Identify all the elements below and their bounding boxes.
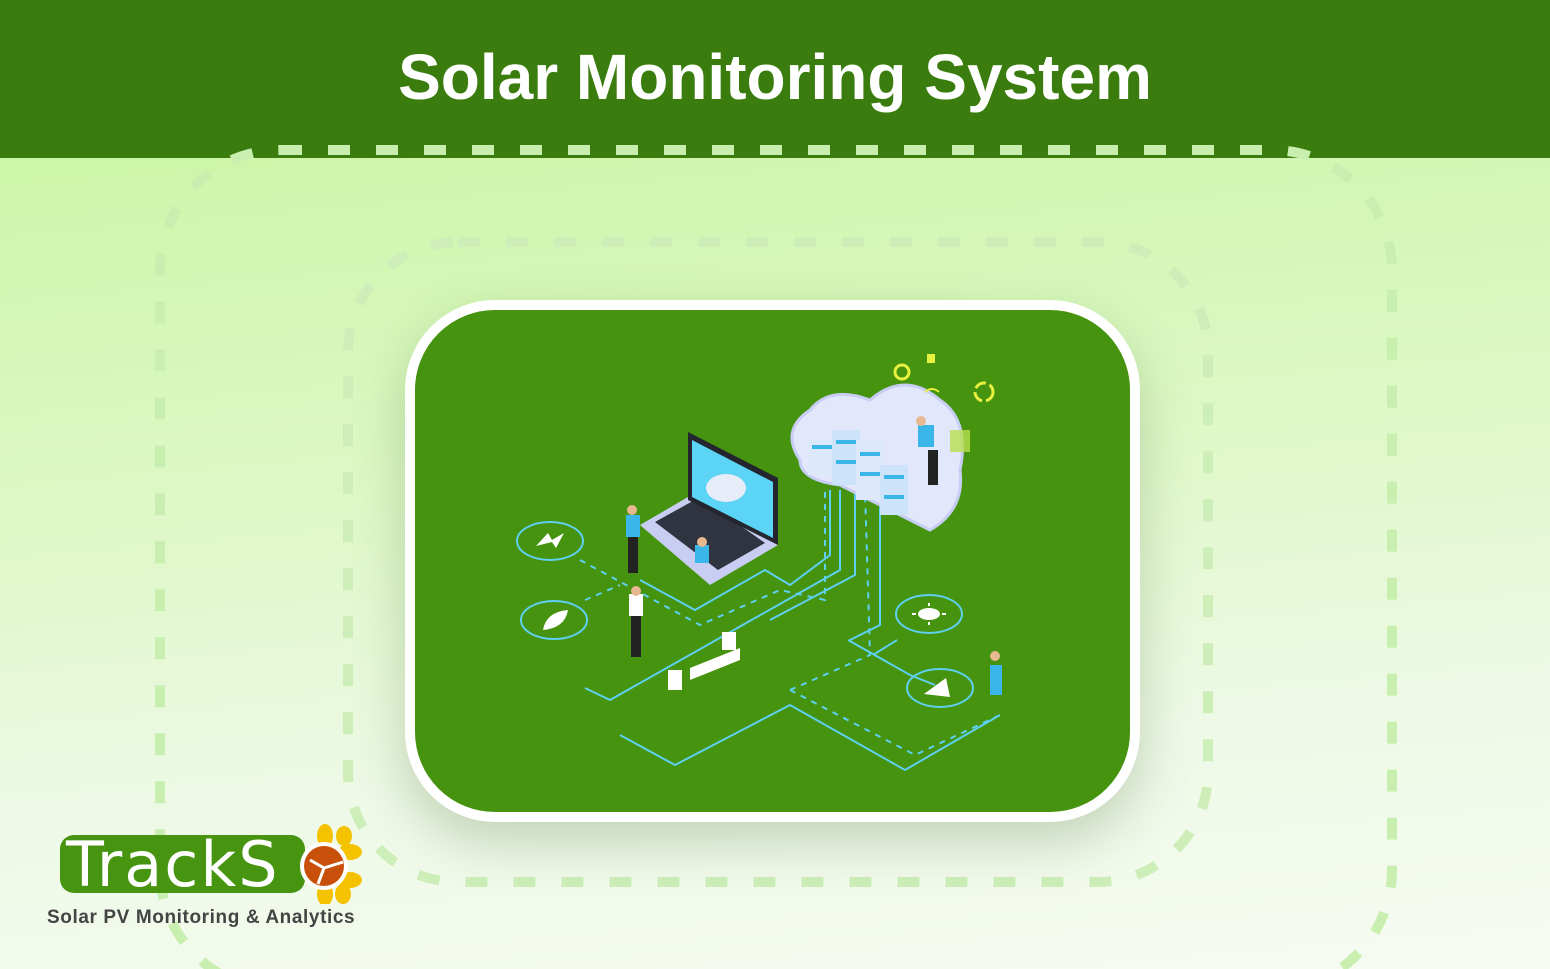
lock-icon bbox=[927, 354, 935, 363]
people-figures bbox=[626, 416, 1002, 695]
wifi-icon bbox=[924, 388, 940, 393]
logo-tagline: Solar PV Monitoring & Analytics bbox=[47, 907, 356, 928]
warning-icon bbox=[906, 668, 974, 708]
header-banner: Solar Monitoring System bbox=[0, 0, 1550, 158]
sync-icon bbox=[973, 381, 995, 403]
gear-icon bbox=[893, 363, 911, 381]
lightning-icon bbox=[516, 521, 584, 561]
monitoring-illustration bbox=[516, 354, 1002, 772]
logo-badge bbox=[60, 835, 305, 893]
page-title: Solar Monitoring System bbox=[398, 41, 1152, 113]
laptop-icon bbox=[640, 432, 778, 585]
sun-logo-icon bbox=[300, 824, 362, 904]
leaf-icon bbox=[520, 600, 588, 640]
logo-wordmark: TrackS bbox=[66, 828, 280, 901]
illustration-card bbox=[405, 300, 1140, 822]
sun-icon bbox=[895, 594, 963, 634]
